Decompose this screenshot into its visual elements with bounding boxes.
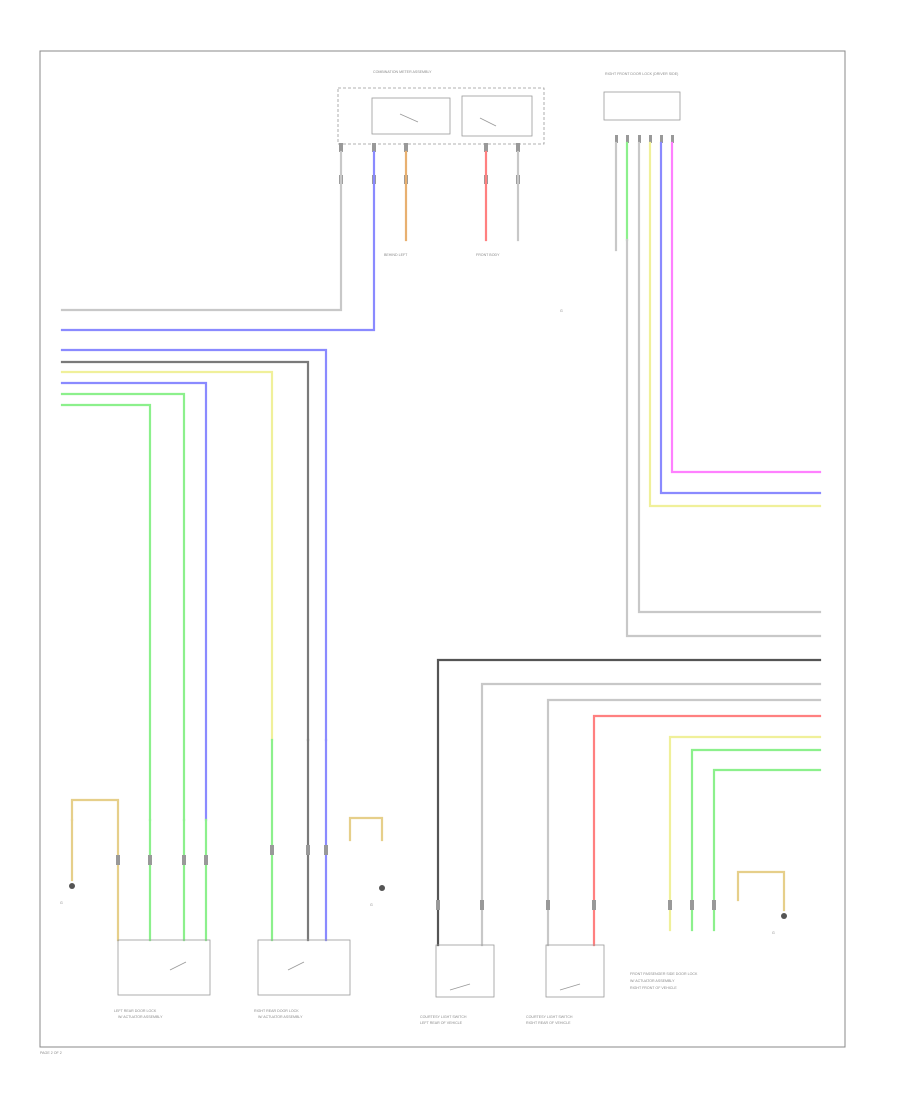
wire-dgray-bus <box>60 360 310 742</box>
svg-text:G: G <box>370 903 373 907</box>
svg-text:RIGHT FRONT OF VEHICLE: RIGHT FRONT OF VEHICLE <box>630 986 677 990</box>
ground-top-label: G <box>560 309 563 313</box>
ground-mid: G <box>370 885 385 907</box>
diagram-frame <box>39 50 846 1048</box>
wire-green-bus-2 <box>60 403 152 822</box>
svg-text:W/ ACTUATOR ASSEMBLY: W/ ACTUATOR ASSEMBLY <box>630 979 675 983</box>
svg-text:COURTESY LIGHT SWITCH: COURTESY LIGHT SWITCH <box>526 1015 573 1019</box>
right-front-door-lock: RIGHT FRONT DOOR LOCK (DRIVER SIDE) <box>603 72 681 143</box>
svg-text:LEFT REAR DOOR LOCK: LEFT REAR DOOR LOCK <box>114 1009 157 1013</box>
svg-text:G: G <box>60 901 63 905</box>
splice-b-label: FRONT BODY <box>476 253 500 257</box>
ground-right: G <box>772 913 787 935</box>
svg-text:G: G <box>772 931 775 935</box>
svg-text:COURTESY LIGHT SWITCH: COURTESY LIGHT SWITCH <box>420 1015 467 1019</box>
splice-a-label: BEHIND LEFT <box>384 253 408 257</box>
ground-left: G <box>60 883 75 905</box>
wire-blue-top <box>60 150 376 332</box>
wire-green-bus <box>60 392 186 822</box>
wire-blue-bus <box>60 348 328 742</box>
lower-connectors <box>116 845 716 910</box>
wire-gray-top <box>60 150 343 312</box>
left-rear-door-lock: LEFT REAR DOOR LOCK W/ ACTUATOR ASSEMBLY <box>114 939 211 1019</box>
svg-text:W/ ACTUATOR ASSEMBLY: W/ ACTUATOR ASSEMBLY <box>118 1015 163 1019</box>
svg-text:W/ ACTUATOR ASSEMBLY: W/ ACTUATOR ASSEMBLY <box>258 1015 303 1019</box>
front-passenger-door-lock: FRONT PASSENGER SIDE DOOR LOCK W/ ACTUAT… <box>630 972 698 990</box>
courtesy-switch-left: COURTESY LIGHT SWITCH LEFT REAR OF VEHIC… <box>420 944 495 1025</box>
svg-text:LEFT REAR OF VEHICLE: LEFT REAR OF VEHICLE <box>420 1021 463 1025</box>
combination-meter-label: COMBINATION METER ASSEMBLY <box>373 70 432 74</box>
meter-pins <box>339 143 520 184</box>
svg-text:RIGHT REAR DOOR LOCK: RIGHT REAR DOOR LOCK <box>254 1009 299 1013</box>
svg-text:RIGHT REAR OF VEHICLE: RIGHT REAR OF VEHICLE <box>526 1021 571 1025</box>
svg-text:FRONT PASSENGER SIDE DOOR LOCK: FRONT PASSENGER SIDE DOOR LOCK <box>630 972 698 976</box>
combination-meter: COMBINATION METER ASSEMBLY <box>337 70 545 145</box>
right-front-door-lock-label: RIGHT FRONT DOOR LOCK (DRIVER SIDE) <box>605 72 678 76</box>
courtesy-switch-right: COURTESY LIGHT SWITCH RIGHT REAR OF VEHI… <box>526 944 605 1025</box>
page-footer: PAGE 2 OF 2 <box>40 1051 62 1055</box>
wire-blue-bus-2 <box>60 381 208 822</box>
right-rear-door-lock: RIGHT REAR DOOR LOCK W/ ACTUATOR ASSEMBL… <box>254 939 351 1019</box>
wire-yellow-bus <box>60 370 274 742</box>
